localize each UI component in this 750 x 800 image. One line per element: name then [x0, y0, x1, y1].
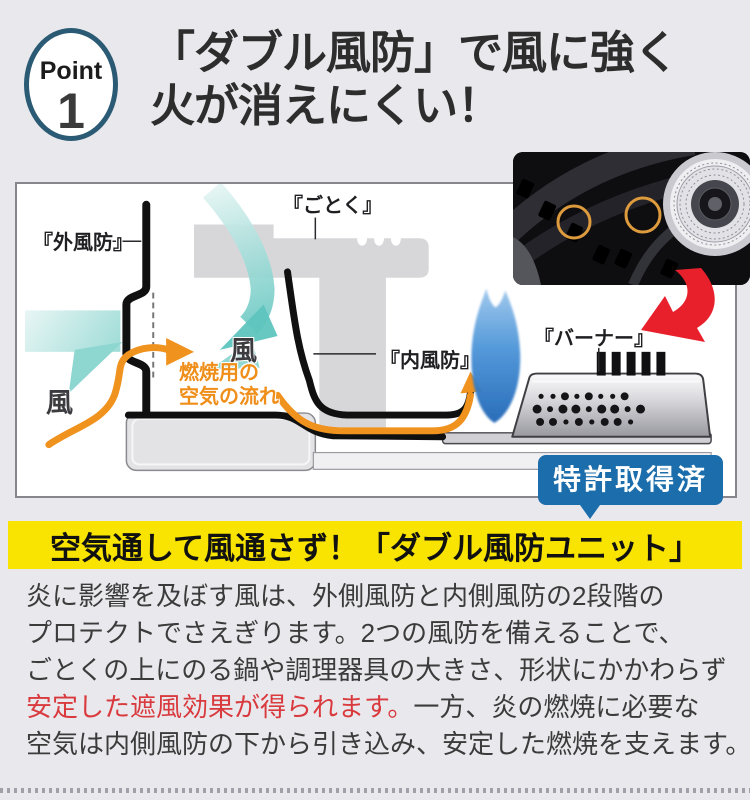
red-arrow-icon — [641, 268, 715, 342]
burner-body — [511, 372, 712, 438]
body-line-4: 安定した遮風効果が得られます。一方、炎の燃焼に必要な — [26, 689, 740, 726]
photo-burner-disc — [663, 152, 750, 256]
photo-highlight-circle-1 — [556, 204, 592, 240]
label-combustion-airflow: 燃焼用の 空気の流れ — [179, 361, 279, 409]
highlight-bar: 空気通して風通さず！「ダブル風防ユニット」 — [8, 521, 742, 569]
title-line-1: 「ダブル風防」で風に強く — [150, 27, 679, 78]
wind-band-left-icon — [24, 310, 121, 352]
airflow-line-2: 空気の流れ — [179, 386, 279, 408]
point-number: 1 — [57, 83, 85, 139]
airflow-left-icon — [45, 344, 172, 449]
page-title: 「ダブル風防」で風に強く 火が消えにくい！ — [150, 26, 679, 132]
point-badge: Point 1 — [24, 28, 118, 141]
body-paragraph: 炎に影響を及ぼす風は、外側風防と内側風防の2段階の プロテクトでさえぎります。2… — [26, 578, 750, 763]
burner-holes — [532, 392, 646, 426]
label-outer-windbreak: 『外風防』 — [33, 232, 133, 254]
stove-photo-art — [513, 152, 750, 285]
label-wind-left: 風 — [46, 388, 73, 418]
photo-highlight-circle-2 — [624, 196, 662, 234]
base-slab-left — [125, 412, 317, 472]
stove-photo — [513, 152, 750, 285]
diagram-art — [24, 184, 712, 472]
point-label: Point — [39, 57, 103, 85]
label-gotoku: 『ごとく』 — [283, 195, 383, 217]
label-burner: 『バーナー』 — [534, 328, 654, 350]
body-line-4-red: 安定した遮風効果が得られます。 — [26, 692, 414, 722]
body-line-2: プロテクトでさえぎります。2つの風防を備えることで、 — [26, 618, 685, 648]
wind-arrowhead-top-icon — [219, 304, 278, 350]
label-wind-center: 風 — [230, 336, 257, 366]
body-line-4-rest: 一方、炎の燃焼に必要な — [413, 692, 700, 722]
airflow-main-icon — [274, 391, 474, 435]
leader-lines — [112, 217, 600, 372]
airflow-left-arrowhead-icon — [166, 338, 195, 366]
highlight-bar-text: 空気通して風通さず！「ダブル風防ユニット」 — [49, 530, 701, 566]
flame-icon — [471, 288, 521, 423]
wind-arrowhead-small-icon — [209, 340, 260, 370]
title-line-2: 火が消えにくい！ — [150, 80, 502, 131]
body-line-1: 炎に影響を及ぼす風は、外側風防と内側風防の2段階の — [26, 581, 665, 611]
outer-windbreak-line — [122, 200, 151, 418]
patent-badge: 特許取得済 — [538, 455, 723, 519]
dotted-divider — [0, 788, 750, 793]
label-inner-windbreak: 『内風防』 — [380, 350, 480, 372]
photo-vent-slots — [516, 178, 679, 279]
burner-posts — [596, 351, 666, 376]
body-line-5: 空気は内側風防の下から引き込み、安定した燃焼を支えます。 — [26, 729, 750, 759]
base-slab-bevel — [131, 418, 311, 466]
airflow-line-1: 燃焼用の — [179, 362, 259, 384]
body-line-3: ごとくの上にのる鍋や調理器具の大きさ、形状にかかわらず — [26, 655, 727, 685]
